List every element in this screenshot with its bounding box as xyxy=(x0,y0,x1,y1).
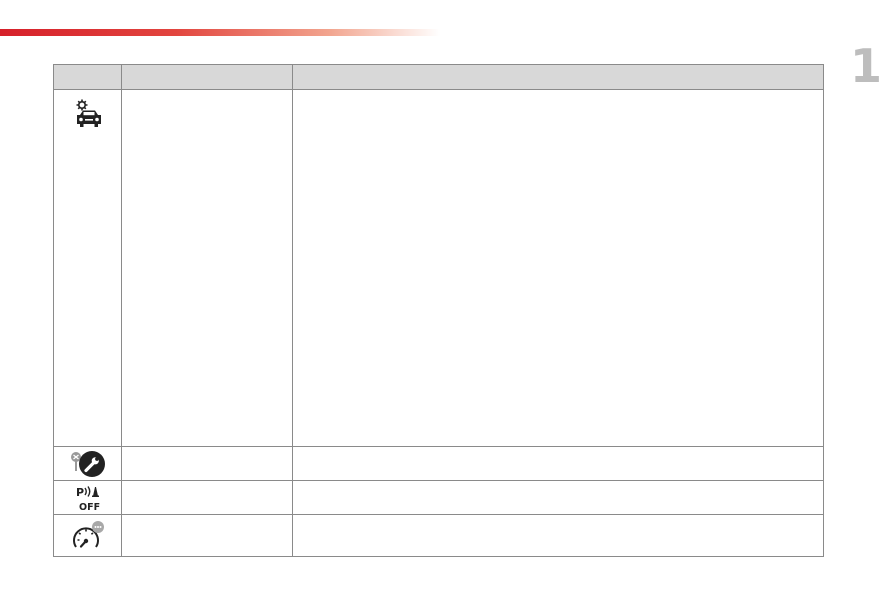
description-cell xyxy=(292,514,824,557)
park-assist-off-icon: P OFF xyxy=(76,486,100,513)
chapter-number: 1 xyxy=(849,39,882,93)
icon-cell: P OFF xyxy=(53,480,122,515)
off-label: OFF xyxy=(79,502,100,513)
icon-cell xyxy=(53,89,122,447)
label-cell xyxy=(121,89,293,447)
table-row xyxy=(53,514,824,557)
speed-limiter-icon xyxy=(72,521,104,548)
description-cell xyxy=(292,446,824,481)
table-header-row xyxy=(53,64,824,90)
service-wrench-icon xyxy=(70,451,105,477)
table-row xyxy=(53,89,824,447)
header-cell-icon xyxy=(53,64,122,90)
header-cell-label xyxy=(121,64,293,90)
park-letter: P xyxy=(76,486,84,499)
warning-lamps-table: P OFF xyxy=(53,64,824,557)
top-accent-bar xyxy=(0,29,440,36)
table-row xyxy=(53,446,824,481)
table-row: P OFF xyxy=(53,480,824,515)
car-settings-icon xyxy=(76,99,101,127)
description-cell xyxy=(292,89,824,447)
icon-cell xyxy=(53,446,122,481)
label-cell xyxy=(121,480,293,515)
label-cell xyxy=(121,446,293,481)
label-cell xyxy=(121,514,293,557)
icon-cell xyxy=(53,514,122,557)
description-cell xyxy=(292,480,824,515)
header-cell-description xyxy=(292,64,824,90)
